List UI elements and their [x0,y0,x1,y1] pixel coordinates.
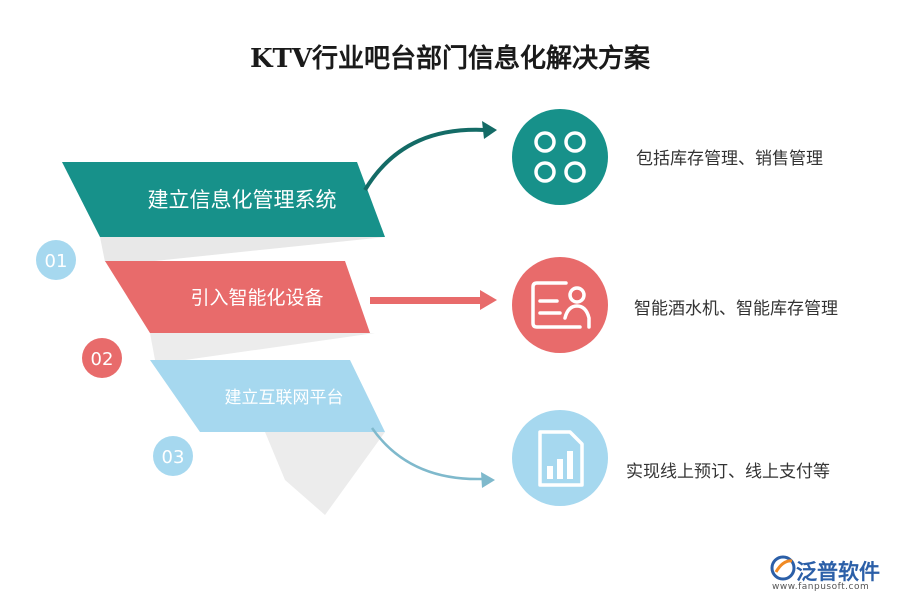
step-2-description: 智能酒水机、智能库存管理 [634,299,838,319]
arrow-1 [363,127,486,192]
arrow-1-head [482,121,497,139]
arrow-3-head [481,472,495,488]
step-1-badge [36,240,76,280]
page-title: KTV行业吧台部门信息化解决方案 [249,44,651,74]
arrow-2-head [480,290,497,310]
step-1-description: 包括库存管理、销售管理 [636,149,823,169]
ribbon-2-fold [150,333,375,360]
fanpu-logo-icon [770,555,796,581]
logo-url: www.fanpusoft.com [772,582,870,592]
step-3-number: 03 [162,447,185,468]
ribbon-1-fold [100,237,385,262]
logo-name: 泛普软件 [796,560,880,584]
step-3-label: 建立互联网平台 [225,388,344,408]
step-2-number: 02 [91,349,114,370]
step-3-description: 实现线上预订、线上支付等 [626,462,830,482]
step-1-number: 01 [45,251,68,272]
arrow-2 [370,297,482,304]
step-1-label: 建立信息化管理系统 [148,188,337,212]
ribbon-step-2 [105,261,370,333]
bar-chart-document-icon [512,410,608,506]
arrow-3 [370,427,483,481]
step-3-badge [153,436,193,476]
id-card-icon [512,257,608,353]
ribbon-3-fold [265,432,385,515]
step-2-label: 引入智能化设备 [190,287,323,309]
four-circles-icon [512,109,608,205]
ribbon-step-1 [62,162,385,237]
step-2-badge [82,338,122,378]
ribbon-step-3 [150,360,385,432]
